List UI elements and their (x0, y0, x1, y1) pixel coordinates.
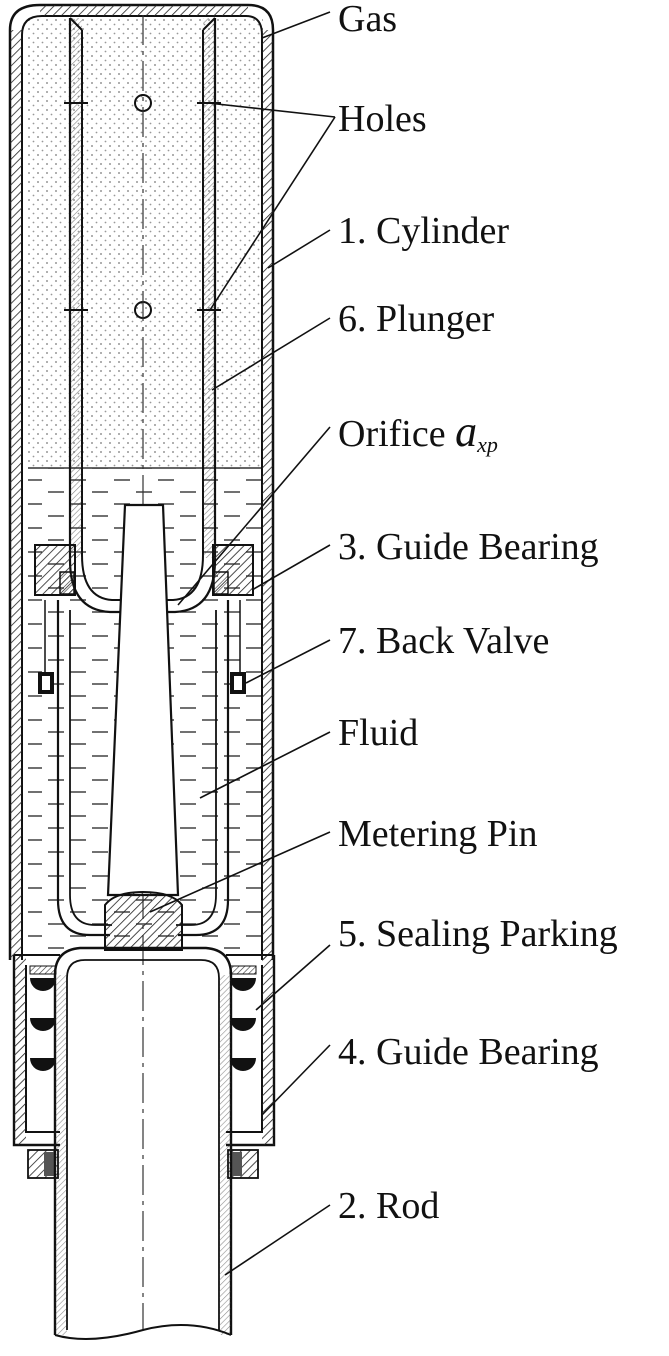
guide-bearing-3 (34, 544, 254, 596)
gas-region (28, 18, 263, 468)
label-gas: Gas (338, 0, 398, 40)
leader-cylinder (267, 229, 331, 269)
label-sealing-parking: 5. Sealing Parking (338, 913, 618, 955)
leader-orifice (177, 426, 331, 606)
leader-guide-bearing-4 (261, 1044, 331, 1116)
leader-back-valve (245, 639, 331, 684)
leader-guide-bearing-3 (251, 544, 331, 591)
sealing-packing (29, 965, 257, 1071)
metering-pin (106, 503, 180, 897)
metering-pin-head (104, 890, 183, 951)
leader-plunger (211, 317, 331, 391)
label-orifice: Orifice axp (338, 410, 498, 456)
label-back-valve: 7. Back Valve (338, 620, 550, 662)
leader-lines (149, 11, 336, 1276)
leader-metering-pin (149, 831, 331, 913)
rod (53, 946, 233, 1340)
label-guide-bearing-4: 4. Guide Bearing (338, 1031, 599, 1073)
back-valve (38, 672, 246, 694)
piston-body (44, 600, 241, 937)
cylinder-wall (8, 3, 275, 960)
label-orifice-subscript: xp (477, 432, 498, 457)
label-rod: 2. Rod (338, 1185, 440, 1227)
label-holes: Holes (338, 98, 427, 140)
label-cylinder: 1. Cylinder (338, 210, 509, 252)
label-guide-bearing-3: 3. Guide Bearing (338, 526, 599, 568)
leader-sealing-parking (255, 944, 331, 1011)
leader-gas (261, 11, 331, 39)
label-orifice-text: Orifice (338, 413, 456, 455)
leader-holes-1 (207, 102, 336, 118)
label-metering-pin: Metering Pin (338, 813, 538, 855)
label-orifice-symbol: a (455, 407, 478, 456)
guide-bearing-4 (27, 1149, 259, 1179)
leader-rod (224, 1204, 331, 1276)
leader-holes-2 (209, 116, 336, 311)
leader-fluid (199, 731, 331, 799)
label-plunger: 6. Plunger (338, 298, 495, 340)
label-fluid: Fluid (338, 712, 419, 754)
